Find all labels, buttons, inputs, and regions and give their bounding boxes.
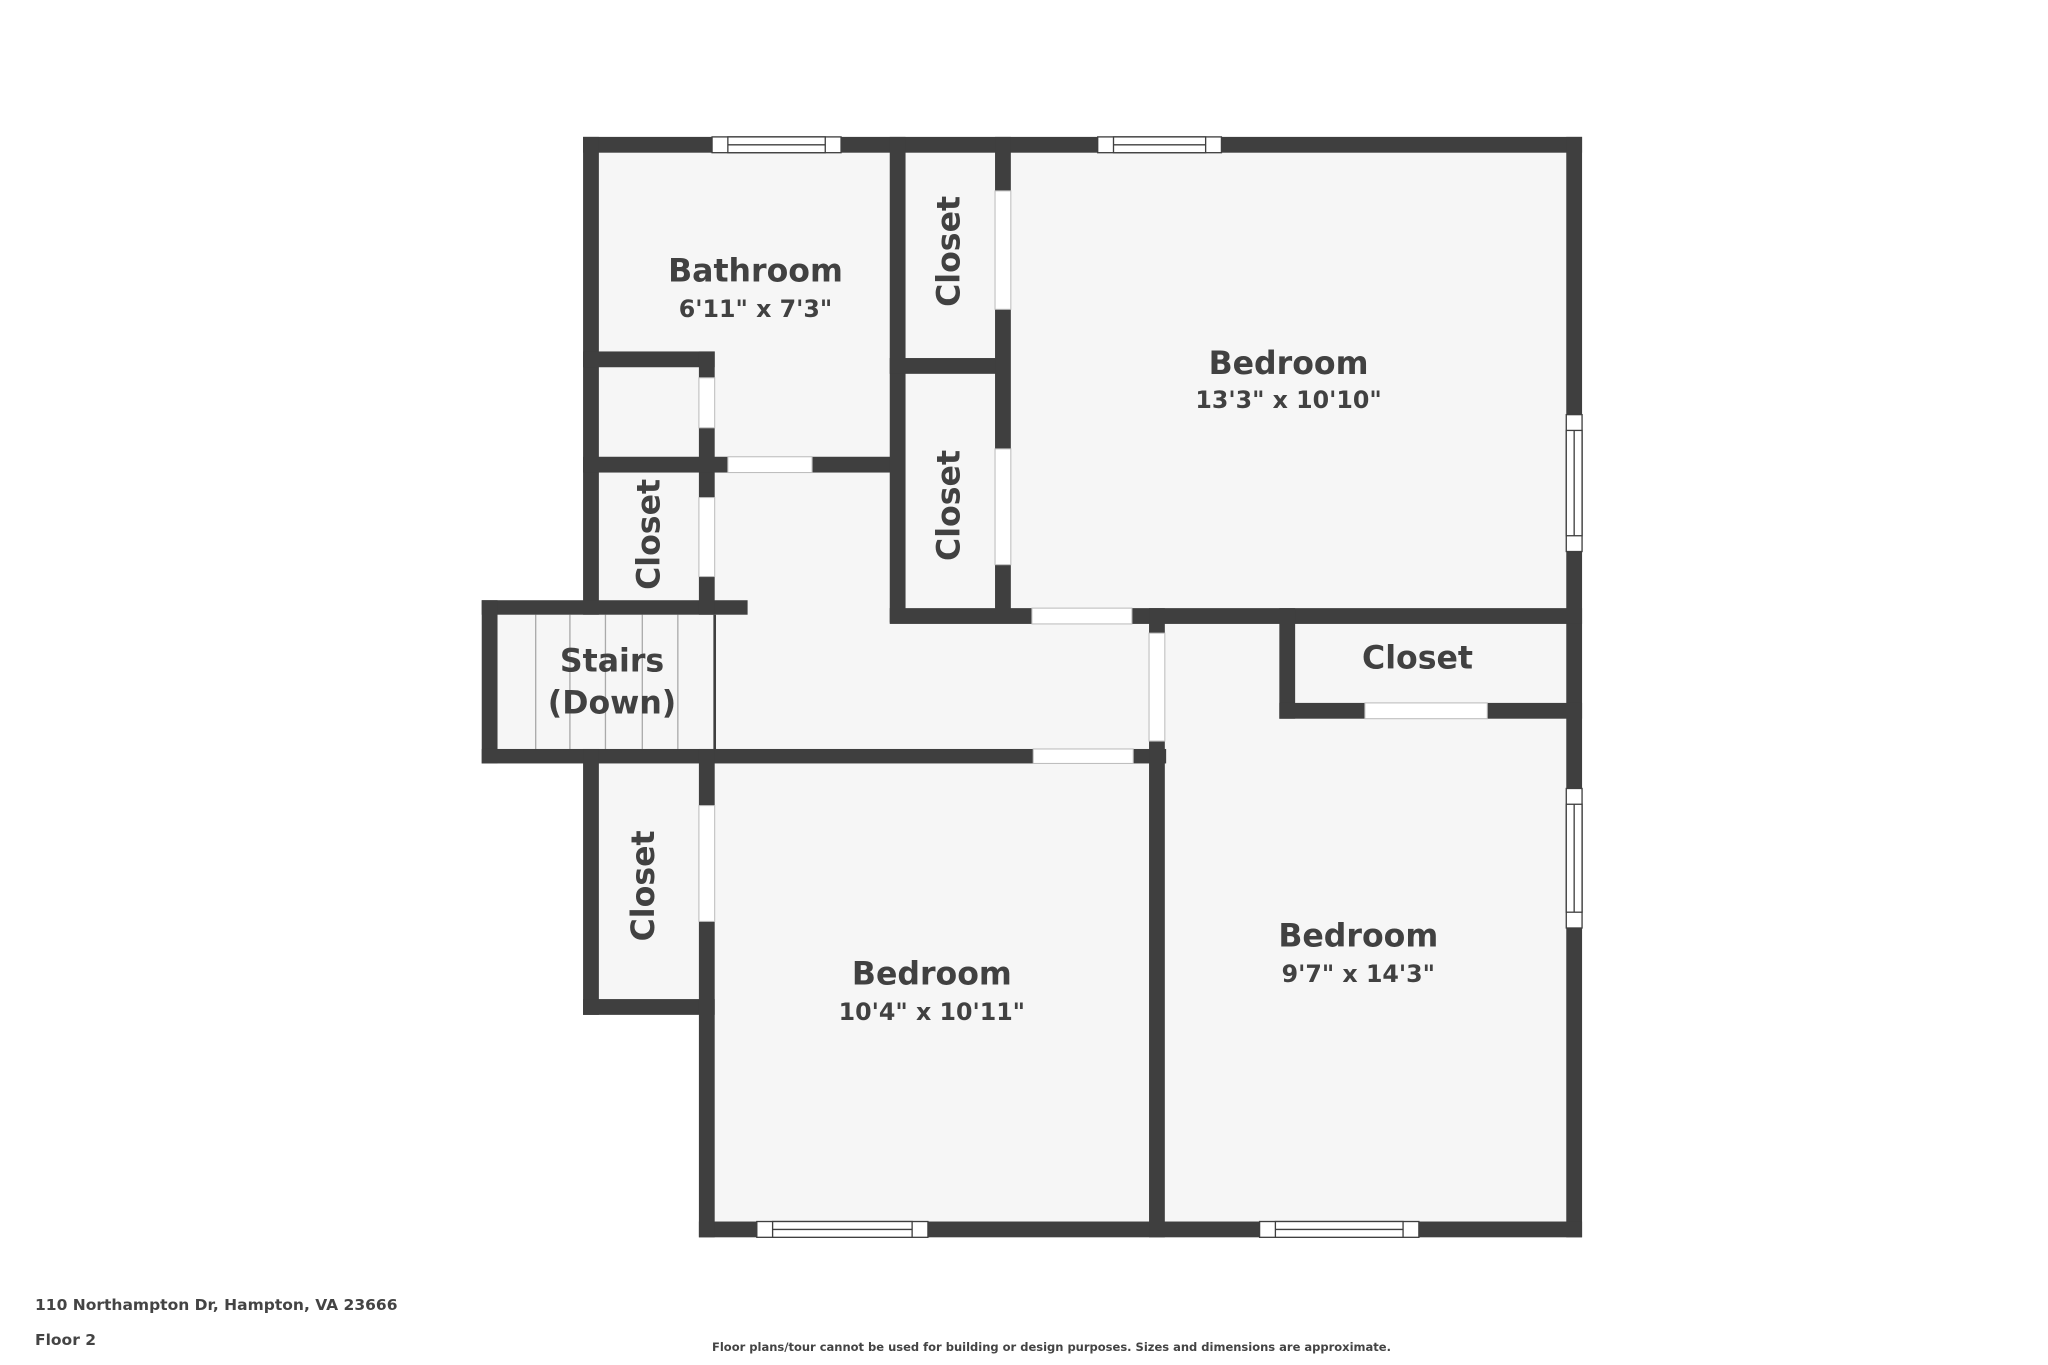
room-dimensions: 9'7" x 14'3": [1282, 960, 1435, 988]
doors: [698, 190, 1488, 922]
room-closet-left: Closet: [631, 479, 667, 590]
floor-label: Floor 2: [35, 1331, 97, 1349]
room-dimensions: 13'3" x 10'10": [1195, 386, 1381, 414]
disclaimer: Floor plans/tour cannot be used for buil…: [712, 1340, 1391, 1354]
stairs-label-2: (Down): [548, 685, 676, 721]
room-closet-top: Closet: [932, 196, 968, 307]
room-stairs: Stairs (Down): [548, 643, 676, 721]
room-closet-mid: Closet: [932, 450, 968, 561]
room-name: Bathroom: [668, 254, 843, 290]
room-bathroom: Bathroom 6'11" x 7'3": [668, 254, 843, 324]
stairs-treads: [535, 614, 717, 751]
room-closet-right: Closet: [1362, 641, 1473, 677]
room-name: Bedroom: [1278, 918, 1438, 954]
room-name: Bedroom: [1209, 346, 1369, 382]
room-dimensions: 6'11" x 7'3": [679, 295, 832, 323]
room-name: Closet: [932, 196, 968, 307]
stairs-label-1: Stairs: [560, 643, 664, 679]
room-closet-bottom-left: Closet: [626, 830, 662, 941]
property-address: 110 Northampton Dr, Hampton, VA 23666: [35, 1296, 398, 1314]
room-name: Closet: [626, 830, 662, 941]
room-bedroom-sw: Bedroom 10'4" x 10'11": [839, 957, 1025, 1027]
room-floors: [489, 144, 1573, 1231]
room-bedroom-se: Bedroom 9'7" x 14'3": [1278, 918, 1438, 988]
room-name: Closet: [1362, 641, 1473, 677]
windows: [711, 136, 1583, 1238]
room-name: Closet: [631, 479, 667, 590]
room-bedroom-ne: Bedroom 13'3" x 10'10": [1195, 346, 1381, 414]
room-dimensions: 10'4" x 10'11": [839, 998, 1025, 1026]
room-name: Bedroom: [852, 957, 1012, 993]
room-name: Closet: [932, 450, 968, 561]
